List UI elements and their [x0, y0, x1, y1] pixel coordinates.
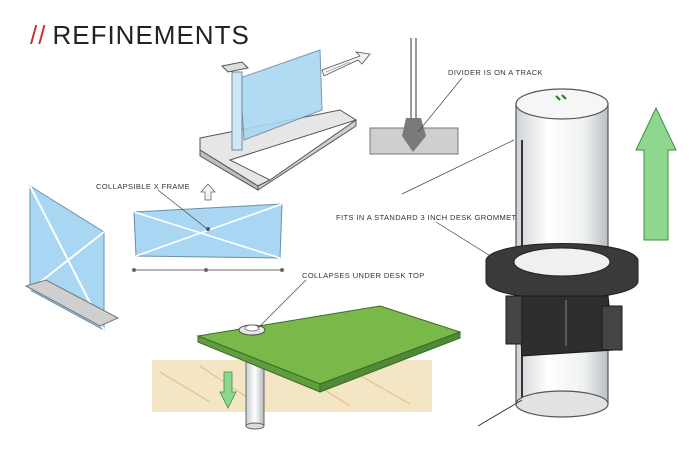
divider-track-sketch: [369, 38, 463, 155]
track-joint: [402, 118, 426, 152]
grommet-tube-sketch: [401, 88, 639, 427]
up-arrow-large: [635, 106, 677, 241]
panel-on-base-sketch: [199, 49, 371, 191]
leader-grommet: [435, 221, 501, 263]
frame-pivot: [206, 227, 210, 231]
panel-post: [231, 71, 243, 151]
tilted-x-frame-sketch: [24, 185, 120, 331]
tilted-base: [24, 279, 120, 327]
title-slashes: //: [30, 20, 47, 50]
leader-tube-bottom: [477, 399, 523, 427]
label-divider-track: DIVIDER IS ON A TRACK: [448, 68, 543, 77]
tube-top: [515, 88, 609, 120]
leader-tube-top: [401, 139, 515, 195]
glass-panel: [239, 49, 323, 141]
label-collapsible-frame: COLLAPSIBLE X FRAME: [96, 182, 190, 191]
page-title: //REFINEMENTS: [30, 20, 250, 51]
leader-divider: [417, 77, 463, 133]
desk-base-side: [257, 119, 357, 191]
desk-top-sketch: [152, 279, 462, 430]
tube-bottom: [515, 390, 609, 418]
collapsible-x-frame-sketch: [132, 183, 284, 272]
label-collapses-under: COLLAPSES UNDER DESK TOP: [302, 271, 425, 280]
leader-collapse: [257, 279, 307, 329]
leader-x-frame: [157, 189, 207, 229]
label-grommet-fit: FITS IN A STANDARD 3 INCH DESK GROMMET: [336, 213, 517, 222]
title-text: REFINEMENTS: [52, 20, 250, 50]
direction-arrow: [321, 51, 371, 77]
up-arrow-small: [200, 183, 216, 201]
down-arrow: [219, 371, 237, 409]
post-cap: [220, 61, 250, 73]
